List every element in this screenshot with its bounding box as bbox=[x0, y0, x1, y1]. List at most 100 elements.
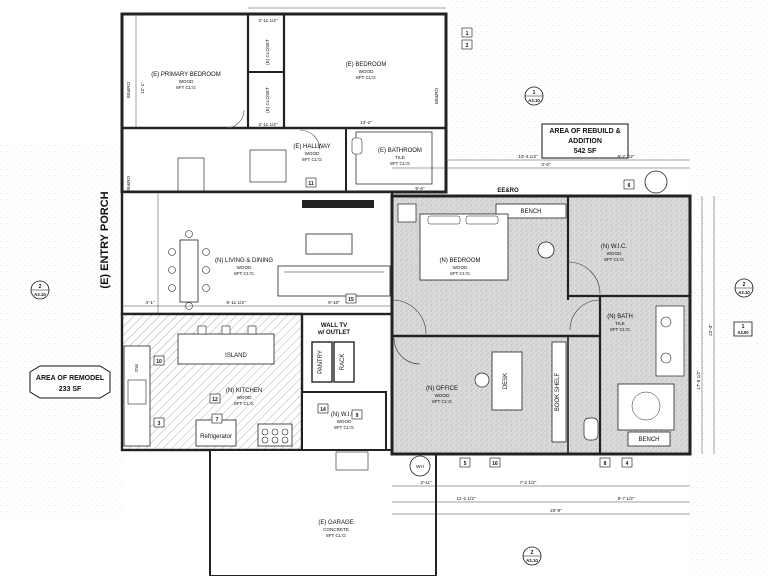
nightstand bbox=[397, 203, 417, 223]
room-hallway: (E) HALLWAY WOOD 8FT CL'G bbox=[293, 144, 330, 162]
svg-text:WOOD: WOOD bbox=[453, 265, 468, 270]
svg-text:2: 2 bbox=[743, 282, 746, 288]
svg-text:WOOD: WOOD bbox=[337, 419, 352, 424]
island-counter bbox=[177, 333, 275, 365]
room-wic-top: (N) W.I.C. WOOD 8FT CL'G bbox=[601, 244, 628, 262]
room-bathroom-existing: (E) BATHROOM TILE 8FT CL'G bbox=[378, 148, 422, 166]
svg-text:A3.10: A3.10 bbox=[528, 98, 540, 103]
svg-text:WOOD: WOOD bbox=[607, 251, 622, 256]
svg-text:(N) W.I.C.: (N) W.I.C. bbox=[601, 244, 628, 250]
room-living-dining: (N) LIVING & DINING WOOD 8FT CL'G bbox=[215, 258, 273, 276]
wall-tv-label: WALL TV bbox=[321, 323, 347, 329]
svg-text:ADDITION: ADDITION bbox=[568, 138, 602, 145]
section-marker-right: 2 A3.10 bbox=[734, 278, 754, 298]
yard-texture-right bbox=[690, 0, 768, 576]
room-wic-bottom: (N) W.I.C. WOOD 8FT CL'G bbox=[331, 412, 358, 430]
office-chair bbox=[474, 372, 490, 388]
garage-area bbox=[209, 449, 437, 576]
door-swing-hall bbox=[299, 129, 321, 151]
svg-text:7: 7 bbox=[216, 417, 219, 423]
eeandro-left-label: EE&RO bbox=[126, 82, 131, 99]
island-label: ISLAND bbox=[225, 353, 247, 359]
dimension-labels: 2'-11 1/2" 2'-11 1/2" 10'-4 1/2" 9'-7 1/… bbox=[140, 18, 713, 513]
wic-bottom-area bbox=[301, 391, 387, 451]
porch-texture-left bbox=[0, 140, 122, 520]
pillow-right bbox=[465, 215, 499, 225]
eeandro-top-label: EE&RO bbox=[497, 188, 519, 194]
svg-text:9: 9 bbox=[356, 413, 359, 419]
bath-bench-box bbox=[627, 431, 671, 447]
svg-text:(E) BEDROOM: (E) BEDROOM bbox=[346, 62, 387, 68]
door-swing-bath bbox=[569, 299, 601, 331]
svg-text:4: 4 bbox=[626, 461, 629, 467]
svg-text:A3.10: A3.10 bbox=[526, 558, 538, 563]
svg-text:22'-3": 22'-3" bbox=[708, 324, 713, 336]
svg-text:1: 1 bbox=[466, 31, 469, 37]
svg-text:(N) BEDROOM: (N) BEDROOM bbox=[440, 258, 481, 264]
sink-bottom bbox=[660, 352, 672, 364]
svg-text:8FT CL'G: 8FT CL'G bbox=[604, 257, 624, 262]
book-shelf-box bbox=[551, 341, 567, 443]
linen-closet bbox=[249, 149, 287, 183]
svg-text:WOOD: WOOD bbox=[305, 151, 320, 156]
svg-text:3'-6": 3'-6" bbox=[541, 162, 551, 167]
svg-text:12: 12 bbox=[212, 397, 218, 403]
svg-text:1: 1 bbox=[533, 90, 536, 96]
svg-text:8FT CL'G: 8FT CL'G bbox=[326, 533, 346, 538]
svg-text:(N) OFFICE: (N) OFFICE bbox=[426, 386, 458, 392]
svg-text:6: 6 bbox=[628, 183, 631, 189]
svg-text:5'-11 1/2": 5'-11 1/2" bbox=[226, 300, 245, 305]
garage-sink bbox=[335, 451, 369, 471]
svg-text:8FT CL'G: 8FT CL'G bbox=[610, 327, 630, 332]
section-marker-bottom: 2 A3.10 bbox=[522, 546, 542, 566]
kitchen-sink bbox=[127, 379, 147, 405]
door-swing-office bbox=[393, 337, 421, 365]
toilet-existing bbox=[351, 137, 363, 155]
tub bbox=[355, 131, 433, 185]
svg-text:AREA OF REMODEL: AREA OF REMODEL bbox=[36, 375, 105, 382]
svg-text:WOOD: WOOD bbox=[359, 69, 374, 74]
svg-text:CONCRETE: CONCRETE bbox=[323, 527, 349, 532]
dining-table bbox=[179, 239, 199, 303]
toilet-new bbox=[583, 417, 599, 441]
pantry-label: PANTRY bbox=[318, 350, 324, 374]
shower bbox=[617, 383, 675, 431]
pantry-box bbox=[311, 341, 333, 383]
svg-text:3'-11": 3'-11" bbox=[420, 480, 432, 485]
svg-text:9'-7 1/2": 9'-7 1/2" bbox=[618, 154, 635, 159]
svg-text:9'-6": 9'-6" bbox=[415, 186, 425, 191]
room-bedroom-new: (N) BEDROOM WOOD 8FT CL'G bbox=[440, 258, 481, 276]
svg-text:11: 11 bbox=[308, 181, 314, 187]
wic-chair bbox=[537, 241, 555, 259]
desk-box bbox=[491, 351, 523, 411]
svg-text:2: 2 bbox=[466, 43, 469, 49]
room-bedroom-existing: (E) BEDROOM WOOD 8FT CL'G bbox=[346, 62, 387, 80]
svg-text:233 SF: 233 SF bbox=[59, 386, 82, 393]
svg-text:(N) LIVING & DINING: (N) LIVING & DINING bbox=[215, 258, 273, 264]
section-marker-left: 2 A3.10 bbox=[30, 280, 50, 300]
exterior-fixture bbox=[644, 170, 668, 194]
svg-text:(E) PRIMARY BEDROOM: (E) PRIMARY BEDROOM bbox=[151, 72, 220, 78]
svg-text:A3.00: A3.00 bbox=[737, 330, 749, 335]
eeandro-left2-label: EE&RO bbox=[126, 176, 131, 193]
bench-bath-label: BENCH bbox=[638, 437, 659, 443]
sofa bbox=[277, 265, 391, 297]
svg-text:A3.10: A3.10 bbox=[738, 290, 750, 295]
sink-top bbox=[660, 316, 672, 328]
svg-text:8FT CL'G: 8FT CL'G bbox=[432, 399, 452, 404]
svg-text:10'-4 1/2": 10'-4 1/2" bbox=[518, 154, 538, 159]
svg-text:8FT CL'G: 8FT CL'G bbox=[450, 271, 470, 276]
coffee-table bbox=[305, 233, 353, 255]
svg-text:11'-1 1/2": 11'-1 1/2" bbox=[456, 496, 475, 501]
svg-text:(E) GARAGE: (E) GARAGE bbox=[318, 520, 353, 526]
svg-text:10: 10 bbox=[156, 359, 162, 365]
svg-text:3: 3 bbox=[158, 421, 161, 427]
svg-text:(N) KITCHEN: (N) KITCHEN bbox=[226, 388, 262, 394]
svg-text:8FT CL'G: 8FT CL'G bbox=[356, 75, 376, 80]
section-marker-top: 1 A3.10 bbox=[524, 86, 544, 106]
svg-text:8FT CL'G: 8FT CL'G bbox=[234, 401, 254, 406]
door-swing-wic bbox=[567, 261, 601, 295]
refrigerator-label: Refrigerator bbox=[200, 434, 232, 440]
island-stools bbox=[197, 325, 257, 335]
svg-text:4'-1": 4'-1" bbox=[145, 300, 155, 305]
